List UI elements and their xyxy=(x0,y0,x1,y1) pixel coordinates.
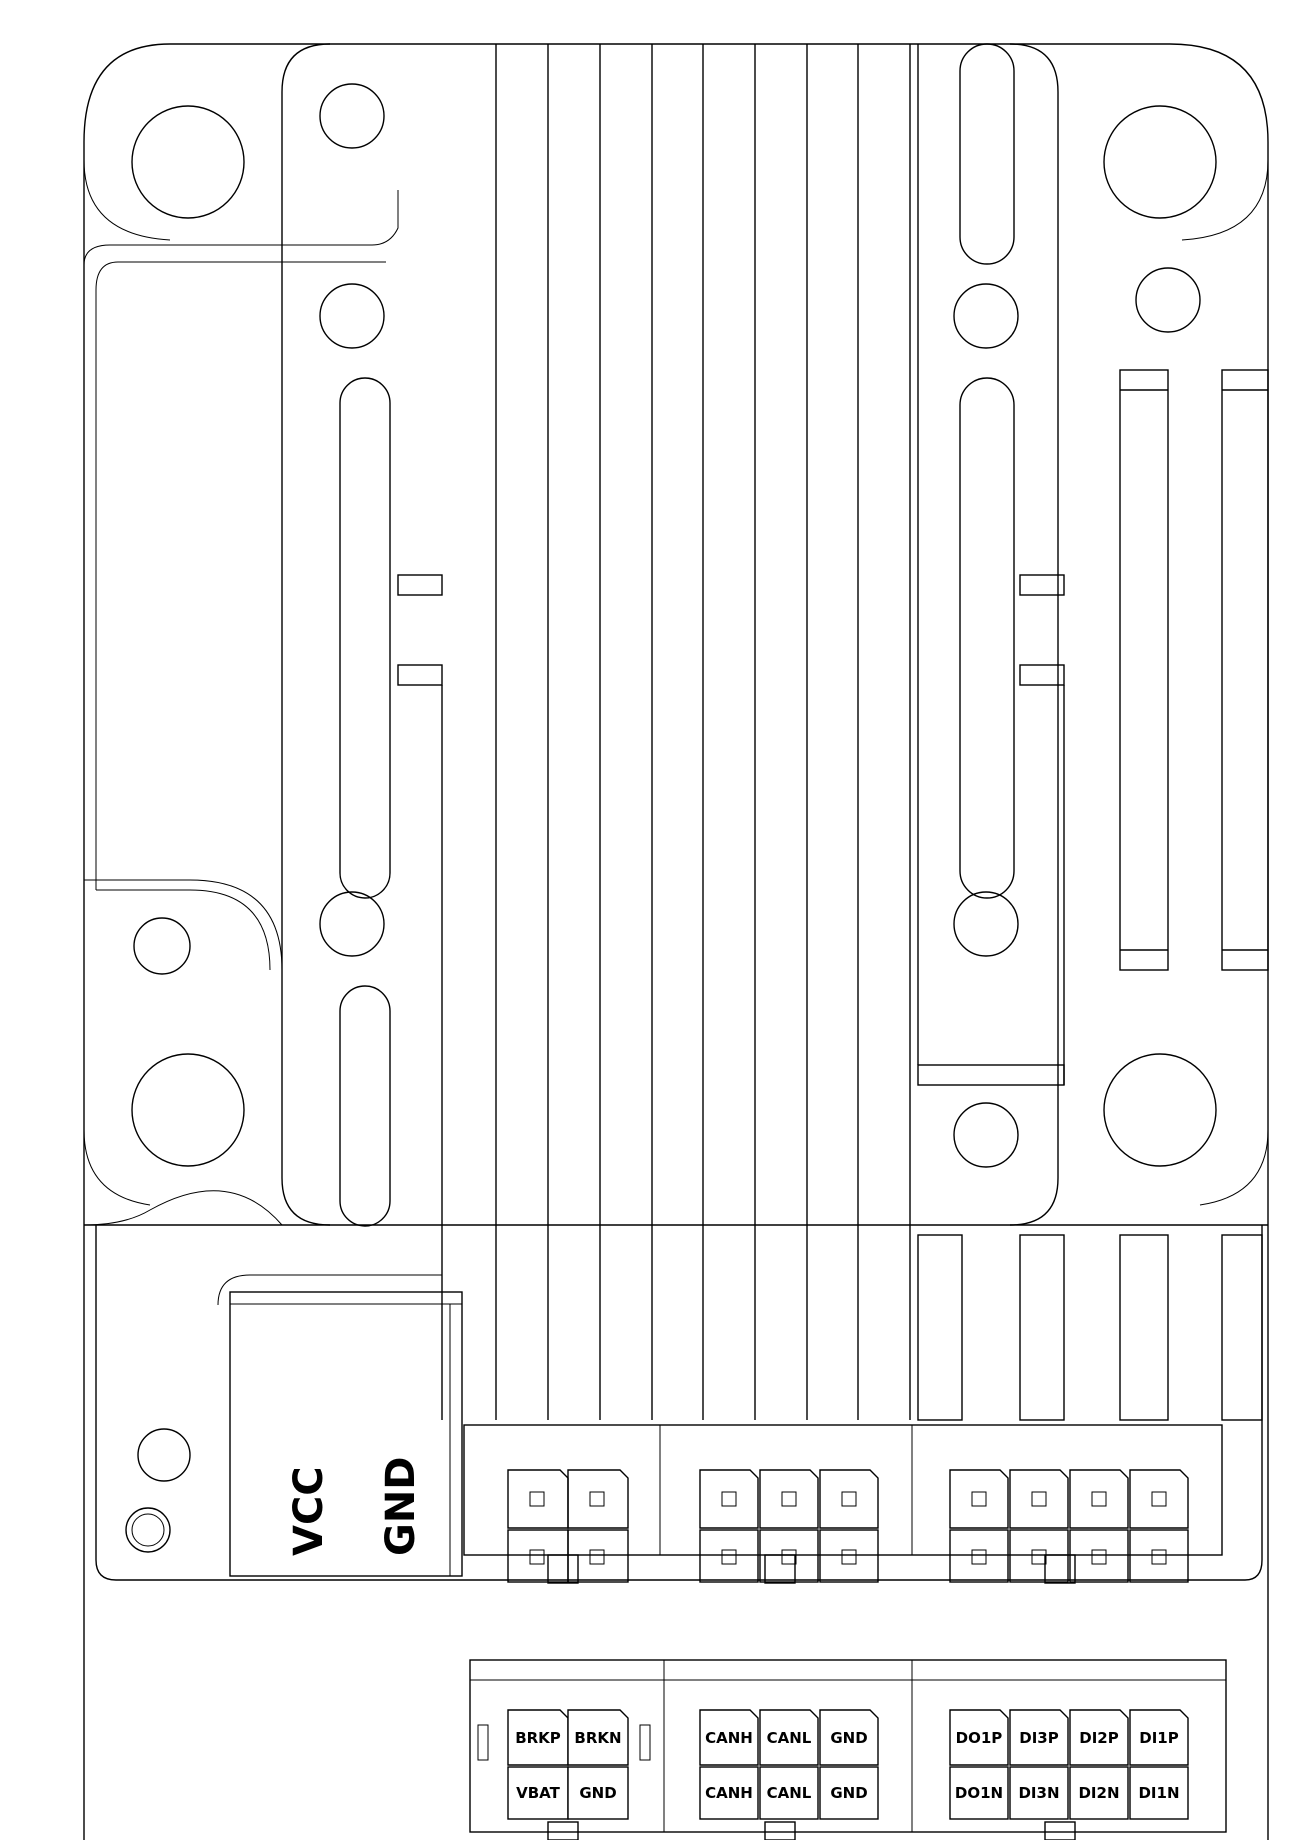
connector-posts xyxy=(917,1234,1263,1421)
pin-label: CANL xyxy=(767,1784,812,1802)
pin-label: CANH xyxy=(705,1784,753,1802)
slots xyxy=(339,43,1015,1227)
pin-label: DO1P xyxy=(956,1729,1003,1747)
heat-sink-fins xyxy=(495,44,911,1420)
power-terminal-block: VCC GND xyxy=(217,1274,463,1577)
mounted-connector-1 xyxy=(507,1469,629,1583)
mounting-holes xyxy=(83,105,1269,1206)
pin-label: BRKP xyxy=(515,1729,561,1747)
pin-label: DO1N xyxy=(955,1784,1003,1802)
housing-outline xyxy=(83,43,1269,1840)
pin-label: DI3P xyxy=(1019,1729,1058,1747)
pin-label: CANL xyxy=(767,1729,812,1747)
fin-plate xyxy=(281,43,1059,1226)
pin-label: DI2P xyxy=(1079,1729,1118,1747)
pin-label: VBAT xyxy=(516,1784,560,1802)
pin-label: DI1P xyxy=(1139,1729,1178,1747)
gnd-label: GND xyxy=(378,1456,424,1556)
mounted-connector-2 xyxy=(699,1469,879,1583)
mounted-connector-3 xyxy=(949,1469,1189,1583)
vcc-label: VCC xyxy=(286,1466,332,1556)
right-strips xyxy=(1119,369,1269,971)
mount-hole-bottom-left xyxy=(131,1053,245,1167)
pin-label: DI1N xyxy=(1138,1784,1179,1802)
pin-label: CANH xyxy=(705,1729,753,1747)
small-holes xyxy=(125,83,1201,1553)
pin-label: BRKN xyxy=(574,1729,621,1747)
pin-label: GND xyxy=(830,1729,867,1747)
pinout-connector-1: BRKP BRKN VBAT GND xyxy=(507,1709,629,1820)
pin-label: DI2N xyxy=(1078,1784,1119,1802)
mounted-connectors xyxy=(463,1424,1223,1584)
mount-hole-bottom-right xyxy=(1103,1053,1217,1167)
mount-hole-top-right xyxy=(1103,105,1217,219)
pin-label: DI3N xyxy=(1018,1784,1059,1802)
pin-label: GND xyxy=(579,1784,616,1802)
connector-pinout-diagram: BRKP BRKN VBAT GND CANH CANL GND CANH CA… xyxy=(469,1659,1227,1840)
left-cutout xyxy=(83,190,399,1226)
mount-hole-top-left xyxy=(131,105,245,219)
pinout-connector-3: DO1P DI3P DI2P DI1P DO1N DI3N DI2N DI1N xyxy=(949,1709,1189,1820)
pinout-connector-2: CANH CANL GND CANH CANL GND xyxy=(699,1709,879,1820)
pin-label: GND xyxy=(830,1784,867,1802)
